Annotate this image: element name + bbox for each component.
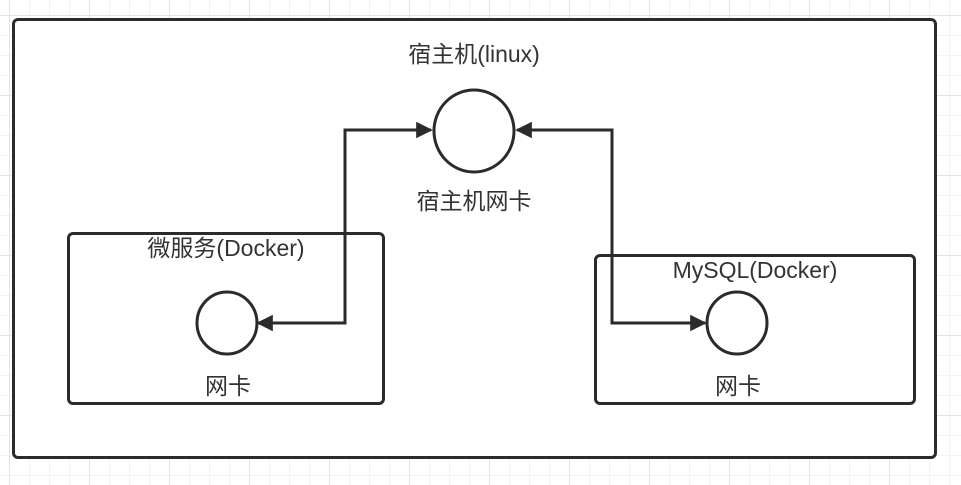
host-nic-label: 宿主机网卡 — [416, 188, 532, 214]
host-title: 宿主机(linux) — [408, 41, 540, 67]
connector-host-microservice — [256, 121, 433, 332]
mysql-nic-node — [705, 290, 769, 356]
mysql-nic-label: 网卡 — [715, 373, 761, 399]
microservice-nic-label: 网卡 — [205, 373, 251, 399]
host-nic-node — [432, 88, 516, 174]
connector-host-mysql — [515, 121, 707, 332]
microservice-nic-node — [195, 290, 259, 356]
